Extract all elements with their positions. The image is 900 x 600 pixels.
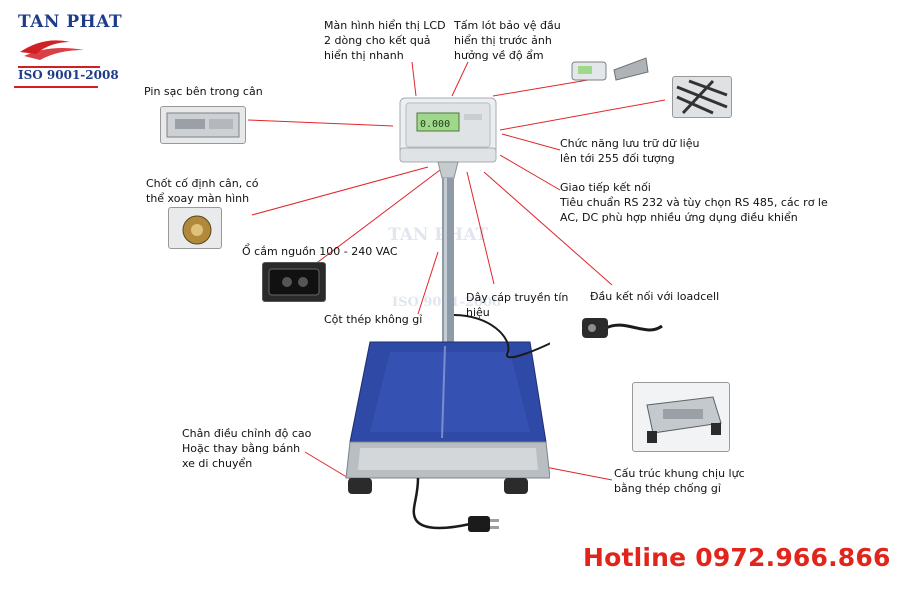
- callout-cable: Dây cáp truyền tín hiệu: [466, 290, 568, 320]
- logo-cert: ISO 9001-2008: [18, 68, 119, 82]
- callout-frame-line2: bằng thép chống gỉ: [614, 482, 721, 495]
- callout-lock-line2: thể xoay màn hình: [146, 192, 250, 205]
- callout-column-line1: Cột thép không gỉ: [324, 313, 423, 326]
- battery-compartment-icon: [166, 112, 240, 138]
- callout-cable-line1: Dây cáp truyền tín: [466, 291, 569, 304]
- line-mesh: [499, 99, 666, 131]
- callout-protect-line1: Tấm lót bảo vệ đầu: [454, 19, 561, 32]
- lcd-reading: 0.000: [420, 119, 450, 130]
- logo-underline: [14, 86, 98, 88]
- callout-frame-line1: Cấu trúc khung chịu lực: [614, 467, 745, 480]
- line-column: [417, 251, 439, 315]
- callout-loadcell-line1: Đầu kết nối với loadcell: [590, 290, 720, 303]
- callout-memory-line1: Chức năng lưu trữ dữ liệu: [560, 137, 700, 150]
- callout-feet-line3: xe di chuyển: [182, 457, 253, 470]
- line-memory: [501, 133, 561, 151]
- lock-knob-icon: [182, 215, 212, 245]
- line-cable: [466, 171, 495, 285]
- foot-left: [348, 478, 372, 494]
- battery-thumbnail: [160, 106, 246, 144]
- callout-memory-line2: lên tới 255 đối tượng: [560, 152, 675, 165]
- callout-interface-line2: Tiêu chuẩn RS 232 và tùy chọn RS 485, cá…: [560, 196, 828, 209]
- callout-lcd: Màn hình hiển thị LCD 2 dòng cho kết quả…: [324, 18, 446, 63]
- metal-mesh-icon: [676, 79, 728, 115]
- callout-battery-line1: Pin sạc bên trong cân: [144, 85, 263, 98]
- line-interface: [499, 154, 561, 191]
- steel-frame-icon: [646, 396, 722, 443]
- callout-interface-line3: AC, DC phù hợp nhiều ứng dụng điều khiển: [560, 211, 798, 224]
- hotline-banner: Hotline 0972.966.866: [583, 543, 891, 572]
- lcd-screen: [416, 112, 460, 132]
- line-protect: [451, 61, 469, 97]
- protective-cover-thumbnail: [570, 48, 650, 84]
- power-socket-thumbnail: [262, 262, 326, 302]
- logo-swoosh-icon: [18, 40, 100, 68]
- line-power: [309, 169, 441, 269]
- loadcell-connector-thumbnail: [576, 308, 664, 348]
- foot-right: [504, 478, 528, 494]
- callout-lcd-line2: 2 dòng cho kết quả: [324, 34, 431, 47]
- line-battery: [247, 119, 394, 127]
- callout-interface: Giao tiếp kết nối Tiêu chuẩn RS 232 và t…: [560, 180, 828, 225]
- callout-loadcell: Đầu kết nối với loadcell: [590, 289, 719, 304]
- watermark-brand: TAN PHAT: [388, 225, 489, 245]
- scale-illustration: 0.000: [345, 97, 550, 532]
- callout-lcd-line1: Màn hình hiển thị LCD: [324, 19, 446, 32]
- lock-knob-thumbnail: [168, 207, 222, 249]
- callout-lock: Chốt cố định cân, có thể xoay màn hình: [146, 176, 258, 206]
- line-protect-thumb: [492, 79, 589, 97]
- callout-lock-line1: Chốt cố định cân, có: [146, 177, 259, 190]
- callout-lcd-line3: hiển thị nhanh: [324, 49, 404, 62]
- callout-feet-line2: Hoặc thay bằng bánh: [182, 442, 301, 455]
- callout-power-line1: Ổ cắm nguồn 100 - 240 VAC: [242, 245, 398, 258]
- callout-interface-line1: Giao tiếp kết nối: [560, 181, 651, 194]
- line-loadcell: [483, 171, 613, 286]
- logo-brand: TAN PHAT: [18, 12, 123, 32]
- callout-feet: Chân điều chỉnh độ cao Hoặc thay bằng bá…: [182, 426, 311, 471]
- callout-feet-line1: Chân điều chỉnh độ cao: [182, 427, 312, 440]
- callout-protect: Tấm lót bảo vệ đầu hiển thị trước ảnh hư…: [454, 18, 561, 63]
- callout-frame: Cấu trúc khung chịu lực bằng thép chống …: [614, 466, 745, 496]
- line-lcd: [411, 61, 417, 97]
- power-plug: [468, 516, 490, 532]
- callout-memory: Chức năng lưu trữ dữ liệu lên tới 255 đố…: [560, 136, 699, 166]
- callout-power: Ổ cắm nguồn 100 - 240 VAC: [242, 244, 398, 259]
- callout-cable-line2: hiệu: [466, 306, 490, 319]
- callout-protect-line2: hiển thị trước ảnh: [454, 34, 552, 47]
- indicator-cover-icon: [571, 57, 649, 81]
- line-lock: [251, 166, 429, 216]
- power-socket-icon: [268, 268, 320, 296]
- frame-thumbnail: [632, 382, 730, 452]
- loadcell-connector-icon: [582, 318, 663, 338]
- steel-column: [442, 178, 454, 348]
- callout-protect-line3: hưởng về độ ẩm: [454, 49, 544, 62]
- mesh-thumbnail: [672, 76, 732, 118]
- callout-column: Cột thép không gỉ: [324, 312, 422, 327]
- callout-battery: Pin sạc bên trong cân: [144, 84, 263, 99]
